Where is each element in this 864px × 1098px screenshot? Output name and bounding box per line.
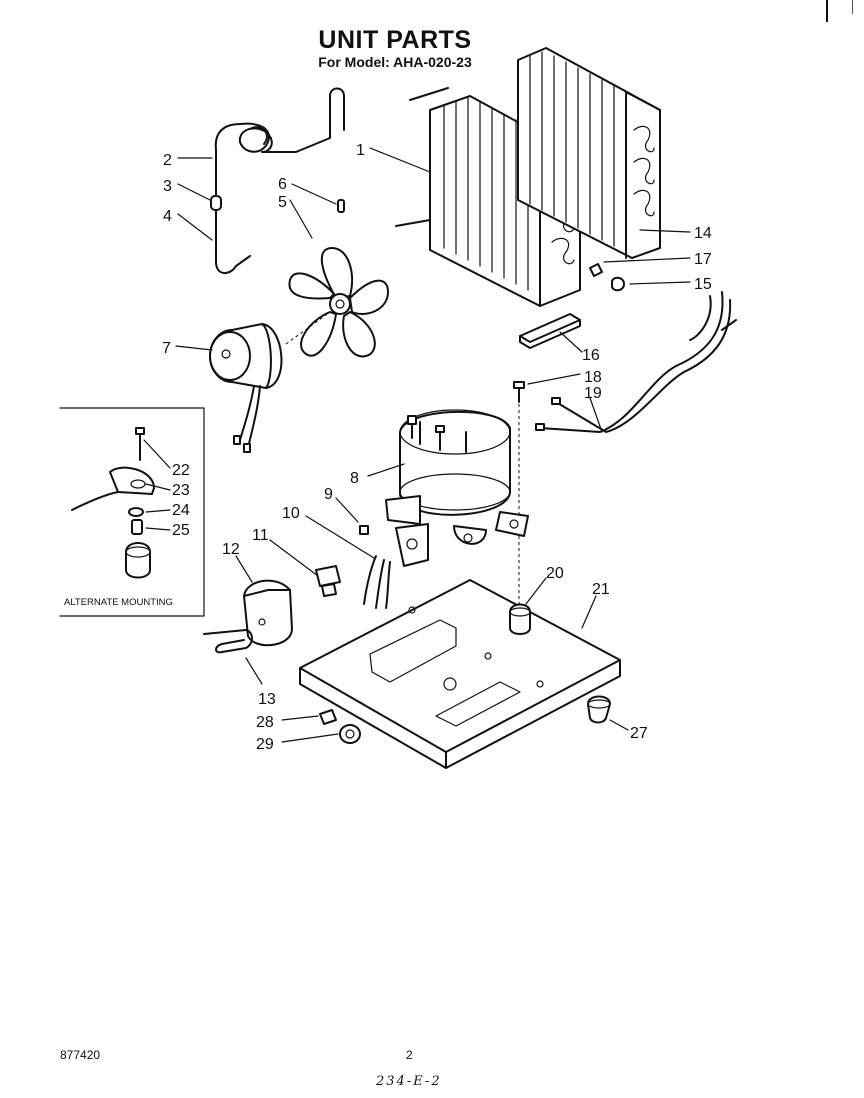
callout-20: 20: [546, 565, 564, 582]
callout-6: 6: [278, 176, 287, 193]
bolt-drawing: [513, 381, 525, 604]
page-number: 2: [406, 1048, 413, 1062]
callout-10: 10: [282, 505, 300, 522]
callout-4: 4: [163, 208, 172, 225]
spring-clip-drawing: [203, 629, 253, 654]
callout-16: 16: [582, 347, 600, 364]
wiring-harness-drawing: [535, 291, 737, 433]
terminal-parts-drawing: [359, 523, 429, 609]
callout-13: 13: [258, 691, 276, 708]
callout-18: 18: [584, 369, 602, 386]
callout-7: 7: [162, 340, 171, 357]
callout-labels: 1 2 3 4 5 6 7 8 9 10 11 12 13 14 15 16 1…: [162, 142, 712, 753]
callout-15: 15: [694, 276, 712, 293]
leader-lines: [143, 147, 691, 743]
callout-1: 1: [356, 142, 365, 159]
callout-17: 17: [694, 251, 712, 268]
callout-23: 23: [172, 482, 190, 499]
handwritten-code: 234-E-2: [376, 1074, 442, 1089]
gasket-strip-drawing: [519, 313, 581, 349]
callout-8: 8: [350, 470, 359, 487]
fan-blade-drawing: [288, 199, 389, 358]
callout-3: 3: [163, 178, 172, 195]
rubber-foot-drawing: [587, 695, 611, 724]
callout-22: 22: [172, 462, 190, 479]
margin-mark: [826, 0, 828, 22]
callout-28: 28: [256, 714, 274, 731]
alternate-mounting-inset: [59, 407, 205, 617]
model-subtitle: For Model: AHA-020-23: [318, 54, 472, 70]
callout-25: 25: [172, 522, 190, 539]
callout-12: 12: [222, 541, 240, 558]
callout-2: 2: [163, 152, 172, 169]
callout-29: 29: [256, 736, 274, 753]
fan-motor-drawing: [209, 311, 331, 453]
evaporator-coil-drawing: [517, 47, 661, 259]
mount-grommet-drawing: [509, 603, 531, 635]
callout-9: 9: [324, 486, 333, 503]
callout-24: 24: [172, 502, 190, 519]
base-pan-drawing: [299, 579, 621, 769]
callout-19: 19: [584, 385, 602, 402]
document-number: 877420: [60, 1048, 101, 1062]
callout-27: 27: [630, 725, 648, 742]
callout-14: 14: [694, 225, 712, 242]
callout-21: 21: [592, 581, 610, 598]
callout-5: 5: [278, 194, 287, 211]
compressor-drawing: [385, 409, 529, 545]
callout-11: 11: [252, 527, 269, 544]
inset-caption: ALTERNATE MOUNTING: [64, 597, 173, 608]
screw-parts-drawing: [589, 263, 625, 292]
spacer-nut-drawing: [319, 709, 361, 744]
capillary-tube-drawing: [210, 87, 345, 274]
margin-mark-secondary: [852, 0, 853, 14]
page-title: UNIT PARTS: [318, 26, 472, 54]
relay-drawing: [315, 565, 341, 597]
cover-drawing: [243, 579, 293, 647]
